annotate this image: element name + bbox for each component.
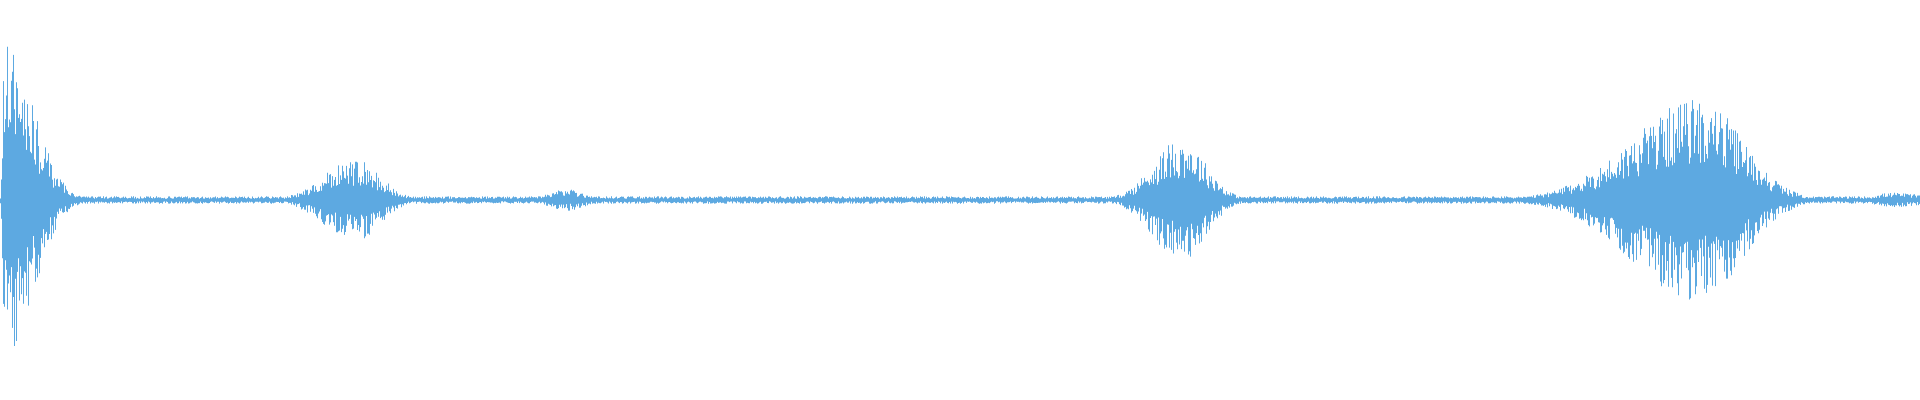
waveform-path <box>0 46 1920 346</box>
waveform-samples <box>0 46 1920 346</box>
